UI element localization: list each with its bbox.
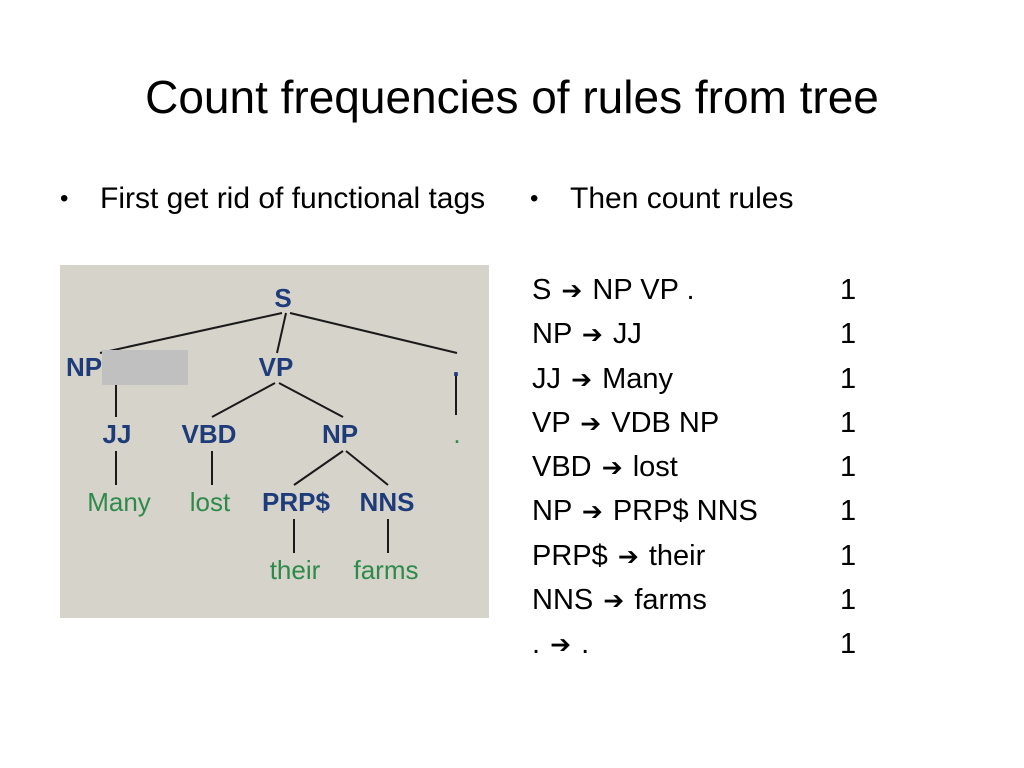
rule-lhs: VBD	[532, 451, 592, 484]
node-nns: NNS	[360, 487, 415, 517]
arrow-icon: ➔	[617, 541, 639, 571]
rule-lhs: NP	[532, 318, 572, 351]
node-prp: PRP$	[262, 487, 330, 517]
leaf-lost: lost	[190, 487, 231, 517]
edge-np-nns	[345, 450, 389, 486]
rule-rhs: NP VP .	[592, 274, 695, 306]
arrow-icon: ➔	[561, 276, 583, 305]
right-bullet-text: Then count rules	[570, 182, 794, 215]
bullet-dot: •	[60, 185, 69, 212]
rule-text: VP ➔ VDB NP	[532, 401, 840, 445]
rule-row: S ➔ NP VP .1	[532, 268, 872, 312]
arrow-icon: ➔	[601, 453, 623, 483]
left-bullet: • First get rid of functional tags	[60, 181, 490, 217]
rule-lhs: VP	[532, 406, 571, 439]
node-punct: .	[452, 352, 459, 382]
arrow-icon: ➔	[571, 364, 593, 394]
rule-rhs: .	[581, 628, 590, 661]
node-vp: VP	[259, 352, 294, 382]
rule-count: 1	[840, 362, 857, 395]
node-vbd: VBD	[182, 419, 237, 449]
rule-lhs: NNS	[532, 584, 594, 617]
rule-count: 1	[840, 406, 857, 439]
arrow-icon: ➔	[550, 630, 572, 660]
rule-text: NNS ➔ farms	[532, 578, 840, 622]
redacted-functional-tag	[102, 350, 188, 385]
arrow-icon: ➔	[581, 497, 603, 527]
node-np: NP	[66, 352, 102, 382]
slide-title: Count frequencies of rules from tree	[145, 71, 879, 123]
parse-tree: S NP VP . JJ VBD NP PRP$ NNS Many lost t…	[66, 283, 461, 585]
leaf-their: their	[270, 555, 321, 585]
leaf-farms: farms	[354, 555, 419, 585]
rule-count: 1	[840, 318, 857, 351]
leaf-punct: .	[453, 419, 460, 449]
rule-rhs: lost	[632, 451, 678, 484]
bullet-dot: •	[530, 185, 539, 212]
left-bullet-text: First get rid of functional tags	[100, 182, 486, 215]
rule-lhs: NP	[532, 495, 572, 528]
rule-rhs: Many	[602, 362, 673, 395]
rule-count: 1	[840, 451, 857, 484]
rule-text: VBD ➔ lost	[532, 445, 840, 489]
leaf-many: Many	[87, 487, 151, 517]
rule-rhs: farms	[634, 584, 707, 617]
node-jj: JJ	[103, 419, 132, 449]
rule-rhs: PRP$ NNS	[612, 495, 758, 528]
edge-s-vp	[276, 312, 287, 354]
rule-lhs: PRP$	[532, 539, 608, 572]
right-bullet: • Then count rules	[530, 181, 970, 217]
rule-text: S ➔ NP VP .	[532, 268, 840, 312]
node-s: S	[274, 283, 291, 313]
node-np2: NP	[322, 419, 358, 449]
edge-np-prp	[293, 450, 344, 486]
rule-lhs: JJ	[532, 362, 561, 395]
rule-rhs: JJ	[612, 318, 642, 351]
rule-text: NP ➔ PRP$ NNS	[532, 489, 840, 533]
arrow-icon: ➔	[581, 320, 603, 350]
rule-text: PRP$ ➔ their	[532, 534, 840, 578]
edge-vp-np	[278, 382, 344, 418]
rule-lhs: .	[532, 628, 541, 661]
rule-rhs: their	[648, 539, 706, 572]
rule-count: 1	[840, 274, 857, 306]
rule-count: 1	[840, 628, 857, 661]
edge-vp-vbd	[211, 382, 276, 418]
rule-count: 1	[840, 495, 857, 528]
rule-count: 1	[840, 584, 857, 617]
parse-tree-image: S NP VP . JJ VBD NP PRP$ NNS Many lost t…	[60, 265, 489, 618]
rule-text: . ➔ .	[532, 622, 840, 666]
rule-count: 1	[840, 539, 857, 572]
rule-text: NP ➔ JJ	[532, 312, 840, 356]
edge-s-punct	[289, 312, 458, 354]
rule-lhs: S	[532, 274, 552, 306]
arrow-icon: ➔	[603, 586, 625, 616]
edge-s-np	[99, 312, 283, 354]
arrow-icon: ➔	[580, 408, 602, 438]
rule-text: JJ ➔ Many	[532, 357, 840, 401]
rule-rhs: VDB NP	[611, 406, 720, 439]
rule-row: . ➔ .1	[532, 622, 872, 666]
